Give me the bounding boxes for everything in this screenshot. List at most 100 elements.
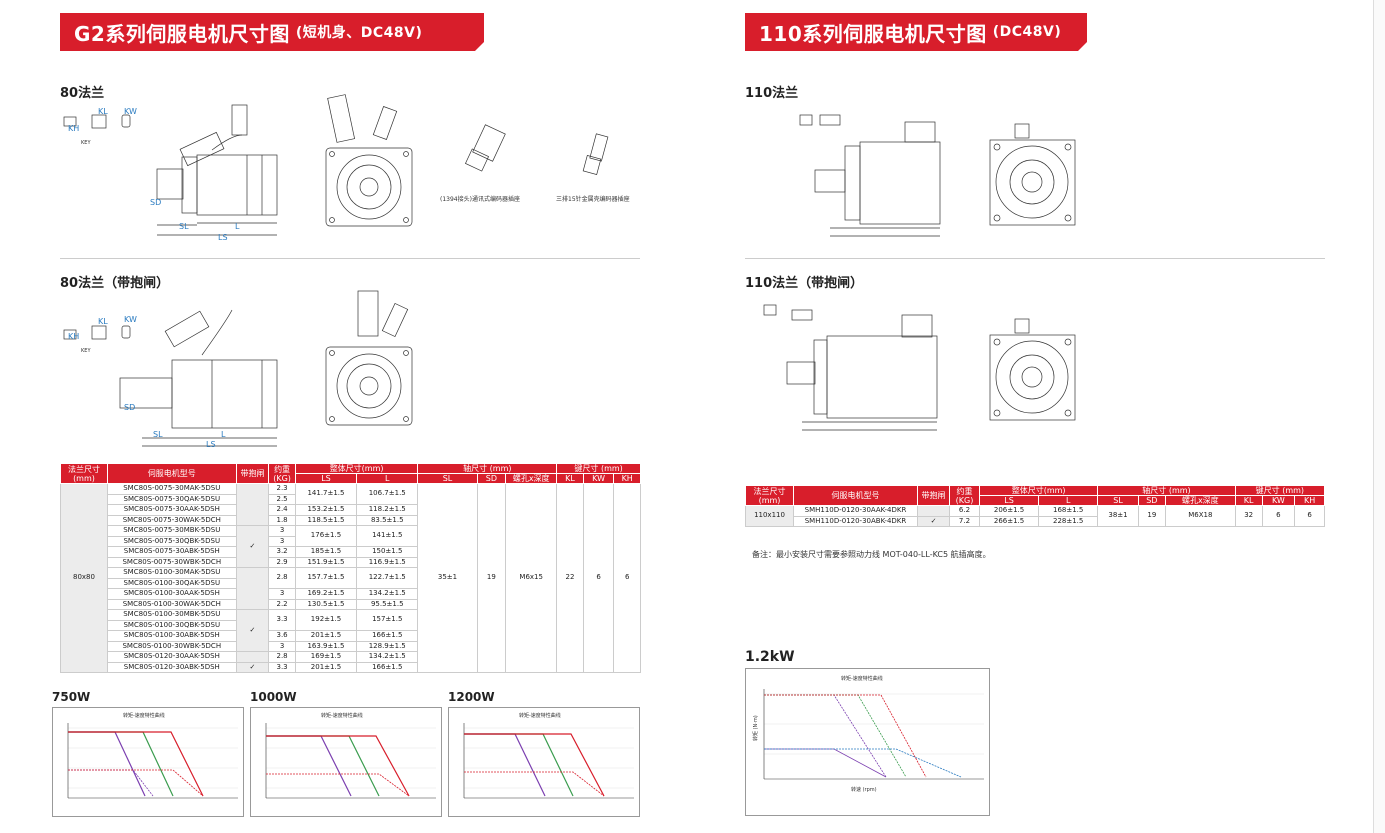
brake-check: ✓ — [235, 609, 270, 652]
motor-80-front-drawing — [325, 94, 413, 227]
chart-750w-title: 转矩-速度特性曲线 — [123, 712, 165, 719]
divider-left — [60, 258, 640, 259]
torque-chart-1000w: 转矩-速度特性曲线 — [250, 707, 442, 817]
th-l: L — [356, 473, 419, 484]
dim-l-80-brake: L — [221, 430, 226, 439]
section-80-flange: 80法兰 — [60, 86, 105, 101]
spec-table-80: 法兰尺寸 (mm) 伺服电机型号 带抱闸 约重 (KG) 整体尺寸(mm) 轴尺… — [60, 463, 641, 673]
dim-kl-80: KL — [98, 107, 108, 116]
th-key-110: 键尺寸 (mm) — [1234, 485, 1326, 496]
torque-chart-12kw: 转矩-速度特性曲线 转速 (rpm) 转矩 (N·m) — [745, 668, 990, 816]
chart-1000w-title: 转矩-速度特性曲线 — [321, 712, 363, 719]
brake-check: ✓ — [917, 515, 950, 527]
note-110: 备注：最小安装尺寸需要参照动力线 MOT-040-LL-KC5 航插高度。 — [752, 550, 991, 559]
chart-750w-label: 750W — [52, 690, 91, 704]
torque-chart-1200w: 转矩-速度特性曲线 — [448, 707, 640, 817]
dim-kh-80-brake: KH — [68, 332, 80, 341]
cell-model: SMC80S-0075-30MAK-5DSU — [106, 483, 237, 495]
motor-80-side-drawing — [63, 104, 278, 236]
chart-1200w-label: 1200W — [448, 690, 495, 704]
dim-kw-80-brake: KW — [124, 315, 137, 324]
dim-kl-80-brake: KL — [98, 317, 108, 326]
spec-table-110: 法兰尺寸 (mm) 伺服电机型号 带抱闸 约重 (KG) 整体尺寸(mm) 轴尺… — [745, 485, 1326, 527]
motor-80-brake-front-drawing — [325, 290, 413, 426]
brake-check: ✓ — [235, 525, 270, 568]
cell-sd: 19 — [476, 483, 507, 673]
th-overall: 整体尺寸(mm) — [294, 463, 419, 474]
chart-12kw-title: 转矩-速度特性曲线 — [841, 675, 883, 682]
right-banner-title: 110系列伺服电机尺寸图 — [759, 21, 987, 46]
motor-110-front-drawing — [989, 123, 1076, 226]
th-model-110: 伺服电机型号 — [793, 485, 918, 506]
dim-sd-80: SD — [150, 198, 162, 207]
page-edge — [1373, 0, 1385, 833]
th-key: 键尺寸 (mm) — [556, 463, 641, 474]
chart-1200w-title: 转矩-速度特性曲线 — [519, 712, 561, 719]
motor-80-brake-side-drawing — [63, 309, 278, 447]
dim-ls-80: LS — [218, 233, 228, 242]
motor-110-brake-front-drawing — [989, 318, 1076, 421]
table-row: SMH110D-0120-30ABK-4DKR ✓ 7.2 266±1.5 22… — [746, 515, 1325, 527]
th-sl: SL — [417, 473, 478, 484]
th-flange-110: 法兰尺寸 (mm) — [745, 485, 794, 506]
dim-kw-80: KW — [124, 107, 137, 116]
th-ls: LS — [294, 473, 358, 484]
th-shaft-110: 轴尺寸 (mm) — [1097, 485, 1236, 496]
motor-110-brake-side-drawing — [763, 304, 938, 431]
chart-12kw-label: 1.2kW — [745, 649, 795, 665]
encoder-15pin-socket-drawing — [582, 133, 609, 175]
key-label-80: KEY — [81, 140, 91, 146]
th-hole: 螺孔x深度 — [505, 473, 558, 484]
left-section-banner: G2系列伺服电机尺寸图 (短机身、DC48V) — [60, 13, 485, 51]
dim-sl-80-brake: SL — [153, 430, 163, 439]
th-sd: SD — [476, 473, 507, 484]
table-row: 110x110 SMH110D-0120-30AAK-4DKR 6.2 206±… — [745, 505, 1325, 527]
dim-kh-80: KH — [68, 124, 80, 133]
cell-sl: 35±1 — [417, 483, 478, 673]
left-banner-subtitle: (短机身、DC48V) — [295, 25, 423, 41]
right-banner-subtitle: (DC48V) — [992, 24, 1062, 40]
cell-kl: 22 — [556, 483, 584, 673]
cell-hole: M6x15 — [505, 483, 558, 673]
section-110-flange-brake: 110法兰（带抱闸） — [745, 276, 864, 291]
divider-right — [745, 258, 1325, 259]
th-model: 伺服电机型号 — [106, 463, 237, 484]
chart-12kw-ylabel: 转矩 (N·m) — [752, 715, 759, 741]
dim-l-80: L — [235, 222, 240, 231]
encoder-1394-socket-drawing — [464, 124, 506, 172]
th-kh: KH — [613, 473, 641, 484]
th-overall-110: 整体尺寸(mm) — [978, 485, 1099, 496]
th-kw: KW — [582, 473, 615, 484]
left-banner-title: G2系列伺服电机尺寸图 — [74, 21, 290, 46]
caption-15pin-encoder: 三排15针金属壳编码器插座 — [556, 196, 630, 203]
th-weight: 约重 (KG) — [268, 463, 296, 484]
th-flange: 法兰尺寸 (mm) — [60, 463, 108, 484]
chart-12kw-xlabel: 转速 (rpm) — [851, 786, 877, 793]
section-110-flange: 110法兰 — [745, 86, 799, 101]
dim-sd-80-brake: SD — [124, 403, 136, 412]
th-brake-110: 带抱闸 — [917, 485, 950, 506]
th-kl: KL — [556, 473, 584, 484]
torque-chart-750w: 转矩-速度特性曲线 — [52, 707, 244, 817]
th-weight-110: 约重 (KG) — [949, 485, 980, 506]
cell-kh: 6 — [613, 483, 641, 673]
table-row: 80x80 SMC80S-0075-30MAK-5DSU 2.3 141.7±1… — [60, 483, 641, 673]
cell-flange: 80x80 — [60, 483, 108, 673]
th-brake: 带抱闸 — [235, 463, 270, 484]
key-label-80-brake: KEY — [81, 348, 91, 354]
dim-sl-80: SL — [179, 222, 189, 231]
chart-1000w-label: 1000W — [250, 690, 297, 704]
caption-1394-encoder: (1394接头)通讯式编码器插座 — [440, 196, 520, 203]
brake-check: ✓ — [235, 661, 270, 673]
dim-ls-80-brake: LS — [206, 440, 216, 449]
